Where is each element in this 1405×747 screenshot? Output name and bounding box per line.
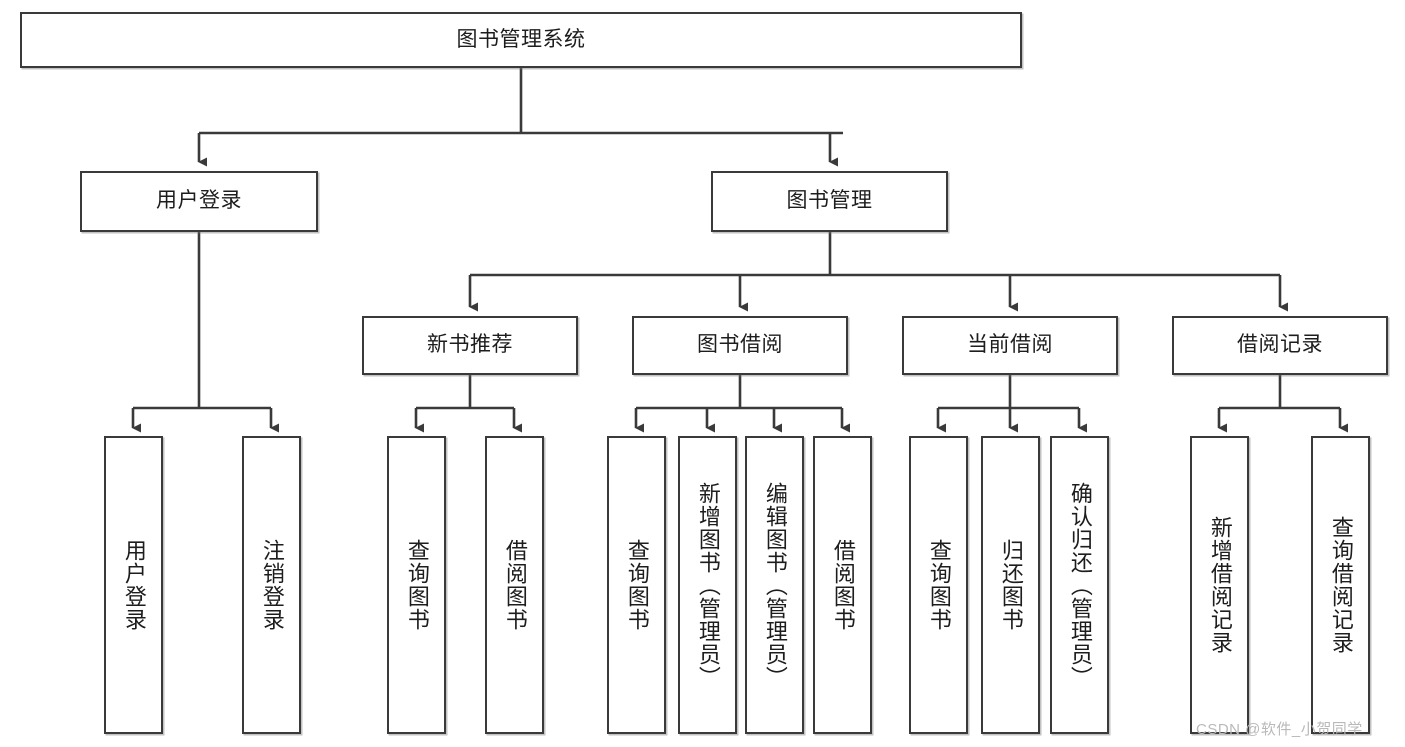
node-user-login[interactable]: 用户登录 [80,171,318,232]
leaf-confirm-return-admin-label: 确认归还（管理员） [1067,481,1093,689]
leaf-return-book-label: 归还图书 [998,539,1024,631]
leaf-borrow-book-recommend[interactable]: 借阅图书 [485,436,544,734]
node-borrow-record[interactable]: 借阅记录 [1172,316,1388,375]
leaf-add-borrow-record-label: 新增借阅记录 [1207,516,1233,654]
leaf-query-book-current-label: 查询图书 [926,539,952,631]
node-book-borrow[interactable]: 图书借阅 [632,316,848,375]
leaf-borrow-book[interactable]: 借阅图书 [813,436,872,734]
node-new-book-recommend[interactable]: 新书推荐 [362,316,578,375]
node-borrow-record-label: 借阅记录 [1237,333,1323,357]
node-user-login-label: 用户登录 [156,189,242,213]
node-current-borrow[interactable]: 当前借阅 [902,316,1118,375]
leaf-edit-book-admin[interactable]: 编辑图书（管理员） [745,436,804,734]
leaf-borrow-book-label: 借阅图书 [830,539,856,631]
leaf-borrow-book-recommend-label: 借阅图书 [502,539,528,631]
leaf-query-book-recommend[interactable]: 查询图书 [387,436,446,734]
node-book-management-label: 图书管理 [786,189,873,213]
leaf-logout-label: 注销登录 [259,539,285,631]
leaf-query-borrow-record-label: 查询借阅记录 [1328,516,1354,654]
leaf-query-book-borrow[interactable]: 查询图书 [607,436,666,734]
leaf-user-login[interactable]: 用户登录 [104,436,163,734]
node-new-book-recommend-label: 新书推荐 [427,333,513,357]
leaf-add-book-admin[interactable]: 新增图书（管理员） [678,436,737,734]
leaf-query-borrow-record[interactable]: 查询借阅记录 [1311,436,1370,734]
node-book-management[interactable]: 图书管理 [711,171,948,232]
leaf-add-book-admin-label: 新增图书（管理员） [695,481,721,689]
leaf-confirm-return-admin[interactable]: 确认归还（管理员） [1050,436,1109,734]
node-current-borrow-label: 当前借阅 [967,333,1053,357]
leaf-add-borrow-record[interactable]: 新增借阅记录 [1190,436,1249,734]
leaf-query-book-borrow-label: 查询图书 [624,539,650,631]
node-root[interactable]: 图书管理系统 [20,12,1022,68]
leaf-return-book[interactable]: 归还图书 [981,436,1040,734]
leaf-query-book-current[interactable]: 查询图书 [909,436,968,734]
leaf-user-login-label: 用户登录 [121,539,147,631]
leaf-query-book-recommend-label: 查询图书 [404,539,430,631]
node-root-label: 图书管理系统 [456,27,586,51]
leaf-edit-book-admin-label: 编辑图书（管理员） [762,481,788,689]
csdn-watermark: CSDN @软件_小贺同学 [1196,721,1363,738]
leaf-logout[interactable]: 注销登录 [242,436,301,734]
node-book-borrow-label: 图书借阅 [697,333,783,357]
